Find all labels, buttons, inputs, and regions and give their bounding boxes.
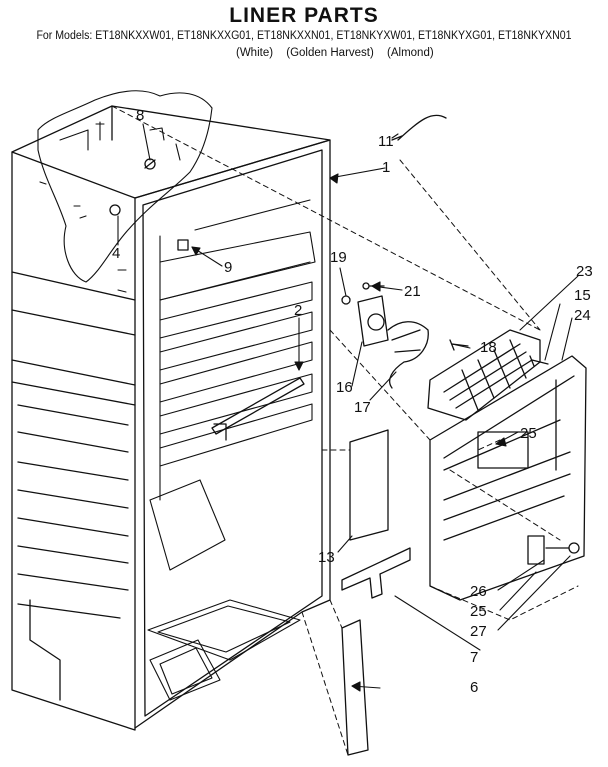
callout-15: 15: [574, 287, 591, 304]
callout-25-lower: 25: [470, 603, 487, 620]
insulation-wiring: [37, 90, 213, 293]
models-line: For Models: ET18NKXXW01, ET18NKXXG01, ET…: [36, 30, 572, 42]
callout-6: 6: [470, 679, 478, 696]
callout-25-upper: 25: [520, 425, 537, 442]
color-white: (White): [236, 47, 274, 59]
hardware-25-26-27: [527, 535, 580, 565]
callout-24: 24: [574, 307, 591, 324]
small-fasteners: [109, 158, 189, 251]
cabinet-shell: [11, 105, 331, 731]
diagram-title: LINER PARTS: [229, 4, 379, 27]
part-2-rail: [211, 377, 305, 441]
callout-11: 11: [378, 133, 394, 150]
callout-8: 8: [136, 107, 144, 124]
callout-7: 7: [470, 649, 478, 666]
assembly-dashed-lines: [111, 105, 579, 756]
interior-shelves: [147, 199, 316, 701]
color-almond: (Almond): [387, 47, 434, 59]
callout-26: 26: [470, 583, 487, 600]
callout-19: 19: [330, 249, 347, 266]
leader-lines: [117, 123, 579, 692]
part-11-sensor-wire: [391, 114, 447, 141]
color-legend: (White) (Golden Harvest) (Almond): [236, 47, 444, 59]
callout-23: 23: [576, 263, 593, 280]
callout-4: 4: [112, 245, 120, 262]
callout-17: 17: [354, 399, 371, 416]
callout-2: 2: [294, 302, 302, 319]
callout-13: 13: [318, 549, 335, 566]
callout-1: 1: [382, 159, 390, 176]
callout-9: 9: [224, 259, 232, 276]
part-13-duct-cover: [349, 429, 389, 541]
color-golden-harvest: (Golden Harvest): [286, 47, 374, 59]
part-7-deflector: [341, 547, 411, 599]
callout-27: 27: [470, 623, 487, 640]
callout-18: 18: [480, 339, 497, 356]
fan-motor-assembly: [341, 282, 429, 389]
part-6-duct: [341, 619, 369, 756]
callout-16: 16: [336, 379, 353, 396]
callout-21: 21: [404, 283, 421, 300]
callout-numbers: 1 2 4 6 7 8 9 11 13 15 16 17 18 19 21 23…: [112, 107, 593, 696]
